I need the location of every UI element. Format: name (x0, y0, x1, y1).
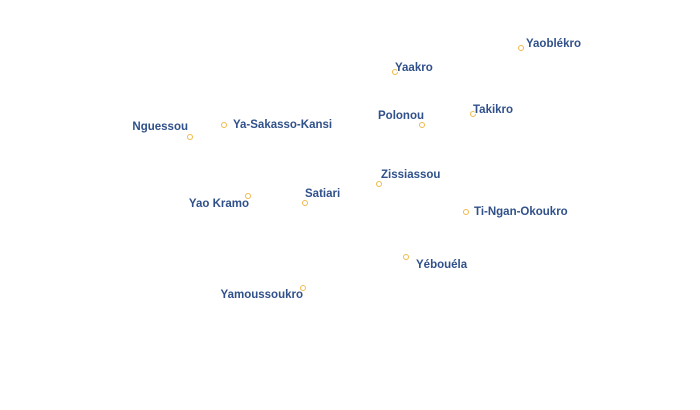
place-marker-icon (403, 254, 409, 260)
place-marker-icon (187, 134, 193, 140)
place-marker-icon (300, 285, 306, 291)
place-marker-icon (518, 45, 524, 51)
place-marker-icon (245, 193, 251, 199)
place-label: Polonou (378, 110, 424, 122)
place-label: Yao Kramo (188, 198, 249, 210)
place-marker-icon (419, 122, 425, 128)
place-marker-icon (302, 200, 308, 206)
place-label: Satiari (305, 188, 341, 200)
place-marker-icon (376, 181, 382, 187)
place-marker-icon (470, 111, 476, 117)
place-marker-icon (392, 69, 398, 75)
place-label: Yébouéla (416, 259, 468, 271)
place-marker-icon (221, 122, 227, 128)
place-label: Yamoussoukro (220, 289, 303, 301)
place-label: Ti-Ngan-Okoukro (474, 206, 568, 218)
place-label: Ya-Sakasso-Kansi (233, 119, 333, 131)
place-label: Yaakro (395, 62, 433, 74)
place-label: Yaoblékro (526, 38, 581, 50)
place-label: Zissiassou (381, 169, 441, 181)
place-label: Nguessou (132, 121, 188, 133)
place-label: Takikro (473, 104, 514, 116)
place-marker-icon (463, 209, 469, 215)
